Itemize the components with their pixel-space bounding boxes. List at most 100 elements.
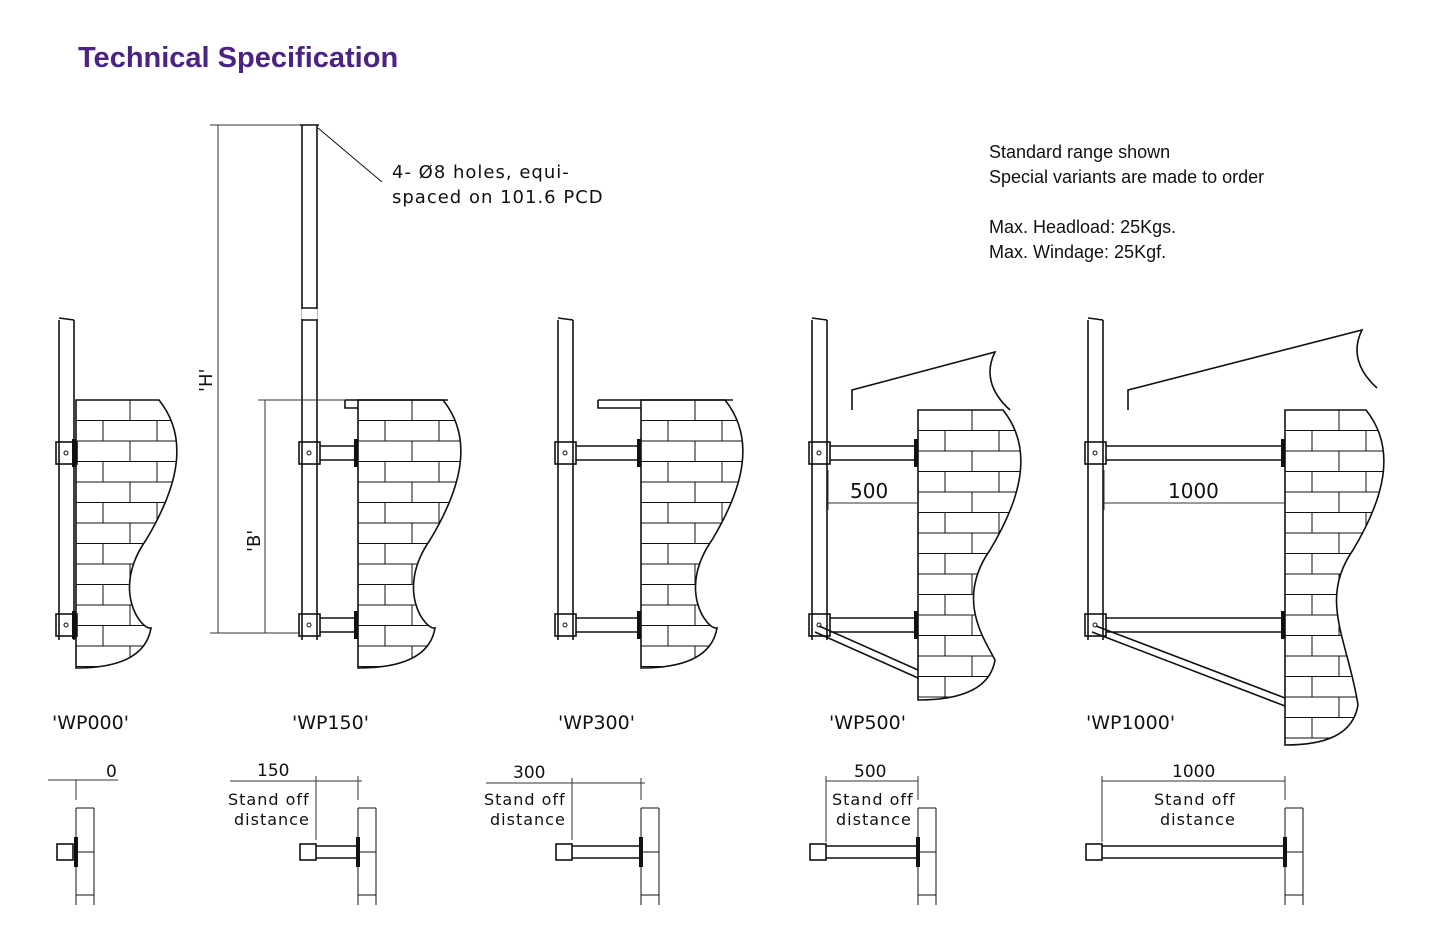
bolt-icon	[1092, 622, 1098, 628]
arm	[1106, 617, 1281, 633]
model-label-wp500: 'WP500'	[829, 712, 906, 734]
bolt-icon	[816, 450, 822, 456]
brick-wall	[1285, 410, 1384, 745]
pole-break	[557, 317, 574, 321]
note-max-windage: Max. Windage: 25Kgf.	[989, 242, 1167, 262]
model-label-wp000: 'WP000'	[52, 712, 129, 734]
bolt-icon	[63, 622, 69, 628]
clamp	[55, 613, 78, 637]
model-label-wp300: 'WP300'	[558, 712, 635, 734]
wall-plate	[637, 439, 641, 467]
hole-note: 4- Ø8 holes, equi- spaced on 101.6 PCD	[317, 127, 604, 208]
wall-plate	[72, 611, 76, 639]
plan-arm	[316, 845, 356, 859]
bolt-icon	[1092, 450, 1098, 456]
bolt-icon	[562, 450, 568, 456]
note-standard-range: Standard range shown	[989, 142, 1171, 162]
brace	[814, 625, 919, 679]
h-label: 'H'	[196, 369, 217, 392]
plan-arm	[1102, 845, 1283, 859]
wall-plate	[72, 439, 76, 467]
pole	[557, 320, 574, 640]
plan-pole	[809, 843, 827, 861]
pole-break	[302, 307, 317, 321]
pole	[1087, 320, 1104, 640]
wall-plate	[1281, 439, 1285, 467]
plan-view-1	[230, 776, 377, 905]
standoff-value-300: 300	[513, 763, 545, 783]
height-dimension: 'H' 'B'	[196, 124, 345, 634]
arm	[576, 617, 637, 633]
standoff-label: Stand off	[228, 790, 310, 809]
arm	[576, 445, 637, 461]
pole-break	[1087, 317, 1104, 321]
plan-plate	[639, 837, 643, 867]
wall-plate	[1281, 611, 1285, 639]
arm	[830, 617, 914, 633]
plan-view-2	[486, 778, 660, 905]
plan-plate	[356, 837, 360, 867]
bracket-elevation-3	[808, 317, 1022, 701]
bracket-elevation-1	[298, 124, 462, 669]
plan-plate	[74, 837, 78, 867]
svg-text:distance: distance	[490, 810, 566, 829]
standoff-value-1000: 1000	[1172, 762, 1215, 782]
arm	[320, 617, 354, 633]
wall-plate	[914, 439, 918, 467]
clamp	[1084, 613, 1107, 637]
clamp	[55, 441, 78, 465]
pole-break	[58, 317, 75, 321]
bolt-icon	[63, 450, 69, 456]
wall-outline	[357, 399, 462, 669]
plan-pole	[555, 843, 573, 861]
standoff-label: Stand off	[832, 790, 914, 809]
page-title: Technical Specification	[78, 42, 399, 74]
bolt-icon	[562, 622, 568, 628]
clamp	[808, 441, 831, 465]
standoff-value-500: 500	[854, 762, 886, 782]
svg-text:distance: distance	[836, 810, 912, 829]
plan-pole	[1085, 843, 1103, 861]
wall-plate	[354, 439, 358, 467]
bolt-icon	[816, 622, 822, 628]
wall-outline	[75, 399, 178, 669]
roof-overhang	[1127, 328, 1378, 410]
pole-break	[811, 317, 828, 321]
svg-text:spaced on 101.6 PCD: spaced on 101.6 PCD	[392, 187, 604, 208]
note-max-headload: Max. Headload: 25Kgs.	[989, 217, 1177, 237]
brace	[1091, 625, 1286, 707]
plan-plate	[916, 837, 920, 867]
plan-arm	[826, 845, 916, 859]
plan-pole	[299, 843, 317, 861]
standoff-label: Stand off	[1154, 790, 1236, 809]
clamp	[298, 441, 321, 465]
model-label-wp1000: 'WP1000'	[1086, 712, 1175, 734]
arm	[830, 445, 914, 461]
clamp	[1084, 441, 1107, 465]
clamp	[554, 441, 577, 465]
bracket-elevation-0	[55, 317, 178, 669]
clamp	[808, 613, 831, 637]
standoff-label: Stand off	[484, 790, 566, 809]
arm-dimension-1000: 1000	[1168, 479, 1219, 503]
pole	[811, 320, 828, 640]
bolt-icon	[306, 622, 312, 628]
wall-coping	[597, 399, 733, 409]
pole	[58, 320, 75, 640]
bracket-elevation-4	[1084, 317, 1385, 746]
brick-wall	[918, 410, 1021, 700]
arm-dimension-500: 500	[850, 479, 888, 503]
standoff-value-0: 0	[106, 762, 117, 782]
svg-text:distance: distance	[234, 810, 310, 829]
standoff-value-150: 150	[257, 761, 289, 781]
plan-view-3	[809, 776, 937, 905]
wall-outline	[640, 399, 744, 669]
model-label-wp150: 'WP150'	[292, 712, 369, 734]
svg-text:distance: distance	[1160, 810, 1236, 829]
wall-plate	[637, 611, 641, 639]
plan-arm	[572, 845, 639, 859]
note-special-variants: Special variants are made to order	[989, 167, 1265, 187]
wall-plate	[354, 611, 358, 639]
roof-overhang	[851, 350, 1011, 411]
